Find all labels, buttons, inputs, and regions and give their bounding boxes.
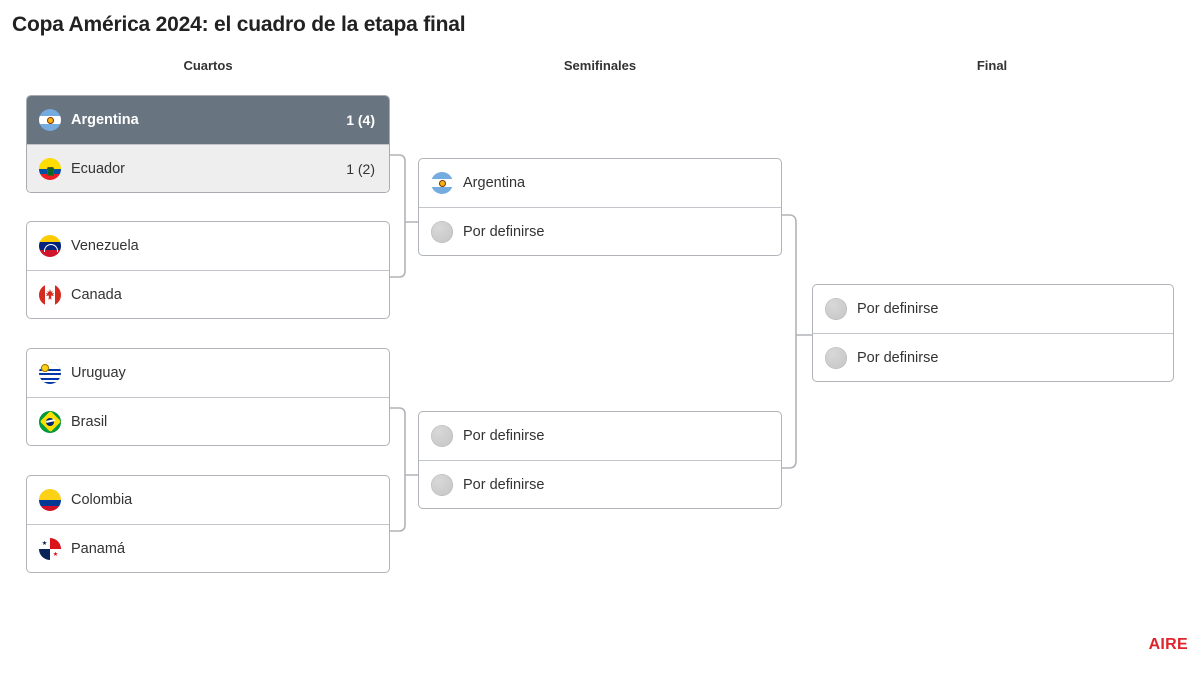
match-card-final[interactable]: Por definirse Por definirse (812, 284, 1174, 382)
match-row[interactable]: Argentina (419, 159, 781, 207)
team-name: Uruguay (71, 365, 126, 381)
match-row[interactable]: Colombia (27, 476, 389, 524)
match-row-loser[interactable]: Ecuador 1 (2) (27, 144, 389, 192)
flag-panama-icon (39, 537, 61, 560)
flag-colombia-icon (39, 489, 61, 511)
flag-brasil-icon (39, 410, 61, 433)
flag-placeholder-icon (431, 473, 453, 496)
team-name: Brasil (71, 413, 108, 430)
match-card-qf2[interactable]: Venezuela Canada (26, 221, 390, 319)
team-name: Panamá (71, 540, 126, 557)
flag-placeholder-icon (431, 220, 453, 243)
match-row-winner[interactable]: Argentina 1 (4) (27, 96, 389, 144)
column-header-cuartos: Cuartos (183, 58, 233, 73)
team-name: Colombia (71, 492, 133, 508)
match-card-qf4[interactable]: Colombia Panamá (26, 475, 390, 573)
brand-logo: AIRE (1148, 636, 1188, 653)
match-row[interactable]: Por definirse (419, 207, 781, 255)
team-name: Por definirse (857, 301, 939, 317)
flag-uruguay-icon (39, 362, 61, 384)
match-row[interactable]: Por definirse (813, 285, 1173, 333)
team-score: 1 (4) (346, 112, 375, 128)
match-card-qf3[interactable]: Uruguay Brasil (26, 348, 390, 446)
team-score: 1 (2) (346, 160, 375, 177)
team-name: Por definirse (857, 349, 939, 366)
match-row[interactable]: Por definirse (419, 460, 781, 508)
flag-venezuela-icon (39, 235, 61, 257)
flag-placeholder-icon (825, 298, 847, 320)
flag-canada-icon (39, 283, 61, 306)
match-card-sf1[interactable]: Argentina Por definirse (418, 158, 782, 256)
match-row[interactable]: Uruguay (27, 349, 389, 397)
team-name: Argentina (463, 175, 526, 191)
team-name: Por definirse (463, 223, 545, 240)
match-row[interactable]: Panamá (27, 524, 389, 572)
match-row[interactable]: Brasil (27, 397, 389, 445)
column-header-final: Final (976, 58, 1008, 73)
team-name: Canada (71, 286, 122, 303)
flag-argentina-icon (431, 172, 453, 194)
match-row[interactable]: Por definirse (813, 333, 1173, 381)
team-name: Por definirse (463, 428, 545, 444)
flag-placeholder-icon (431, 425, 453, 447)
match-card-qf1[interactable]: Argentina 1 (4) Ecuador 1 (2) (26, 95, 390, 193)
flag-ecuador-icon (39, 157, 61, 180)
flag-argentina-icon (39, 109, 61, 131)
team-name: Argentina (71, 112, 139, 128)
team-name: Ecuador (71, 160, 126, 177)
match-row[interactable]: Canada (27, 270, 389, 318)
match-card-sf2[interactable]: Por definirse Por definirse (418, 411, 782, 509)
team-name: Por definirse (463, 476, 545, 493)
page-title: Copa América 2024: el cuadro de la etapa… (12, 13, 466, 36)
team-name: Venezuela (71, 238, 139, 254)
match-row[interactable]: Por definirse (419, 412, 781, 460)
column-header-semifinales: Semifinales (563, 58, 637, 73)
match-row[interactable]: Venezuela (27, 222, 389, 270)
flag-placeholder-icon (825, 346, 847, 369)
